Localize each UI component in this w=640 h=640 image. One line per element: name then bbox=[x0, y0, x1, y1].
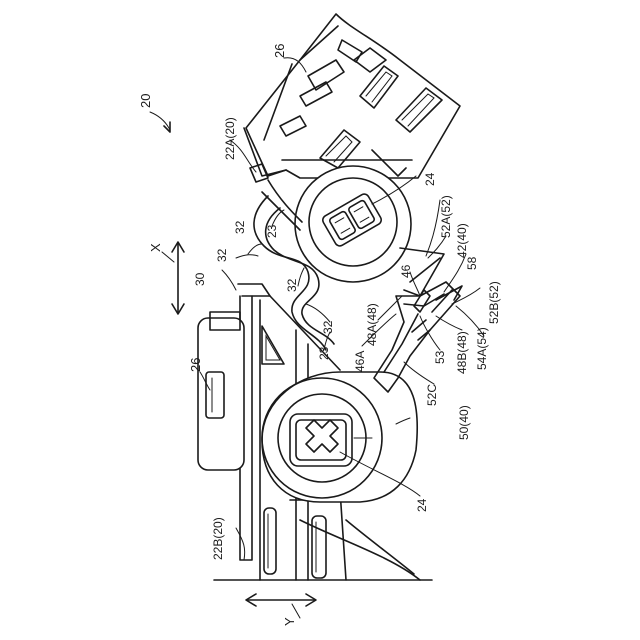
label-48b: 48B(48) bbox=[455, 331, 469, 374]
label-22a: 22A(20) bbox=[223, 117, 237, 160]
label-fig-20: 20 bbox=[138, 94, 153, 108]
label-50: 50(40) bbox=[457, 405, 471, 440]
label-23-bottom: 23 bbox=[317, 346, 331, 360]
upper-housing bbox=[244, 14, 460, 182]
x-direction-arrow bbox=[162, 242, 184, 314]
label-32-d: 32 bbox=[321, 320, 335, 334]
label-x-axis: X bbox=[148, 243, 163, 252]
label-26-left: 26 bbox=[188, 358, 203, 372]
label-46: 46 bbox=[399, 264, 413, 278]
label-48a: 48A(48) bbox=[365, 303, 379, 346]
label-42: 42(40) bbox=[455, 223, 469, 258]
label-46a: 46A bbox=[353, 351, 367, 372]
figure-arrow bbox=[150, 112, 170, 132]
label-52c: 52C bbox=[425, 384, 439, 406]
label-26-top: 26 bbox=[272, 44, 287, 58]
y-direction-arrow bbox=[246, 594, 316, 618]
label-23-top: 23 bbox=[265, 224, 279, 238]
label-53: 53 bbox=[433, 350, 447, 364]
reference-labels: 20 X Y 26 26 22A(20) 22B(20) 24 24 52A(5… bbox=[138, 44, 501, 626]
label-24-top: 24 bbox=[423, 172, 437, 186]
label-52b: 52B(52) bbox=[487, 281, 501, 324]
label-32-b: 32 bbox=[215, 248, 229, 262]
label-y-axis: Y bbox=[282, 617, 297, 626]
lower-ring bbox=[262, 372, 417, 502]
label-54a: 54A(54) bbox=[475, 327, 489, 370]
label-30: 30 bbox=[193, 272, 207, 286]
label-32-a: 32 bbox=[233, 220, 247, 234]
label-58: 58 bbox=[465, 256, 479, 270]
label-22b: 22B(20) bbox=[211, 517, 225, 560]
upper-ring bbox=[295, 166, 411, 282]
label-32-c: 32 bbox=[285, 278, 299, 292]
label-24-bottom: 24 bbox=[415, 498, 429, 512]
label-52a: 52A(52) bbox=[439, 195, 453, 238]
